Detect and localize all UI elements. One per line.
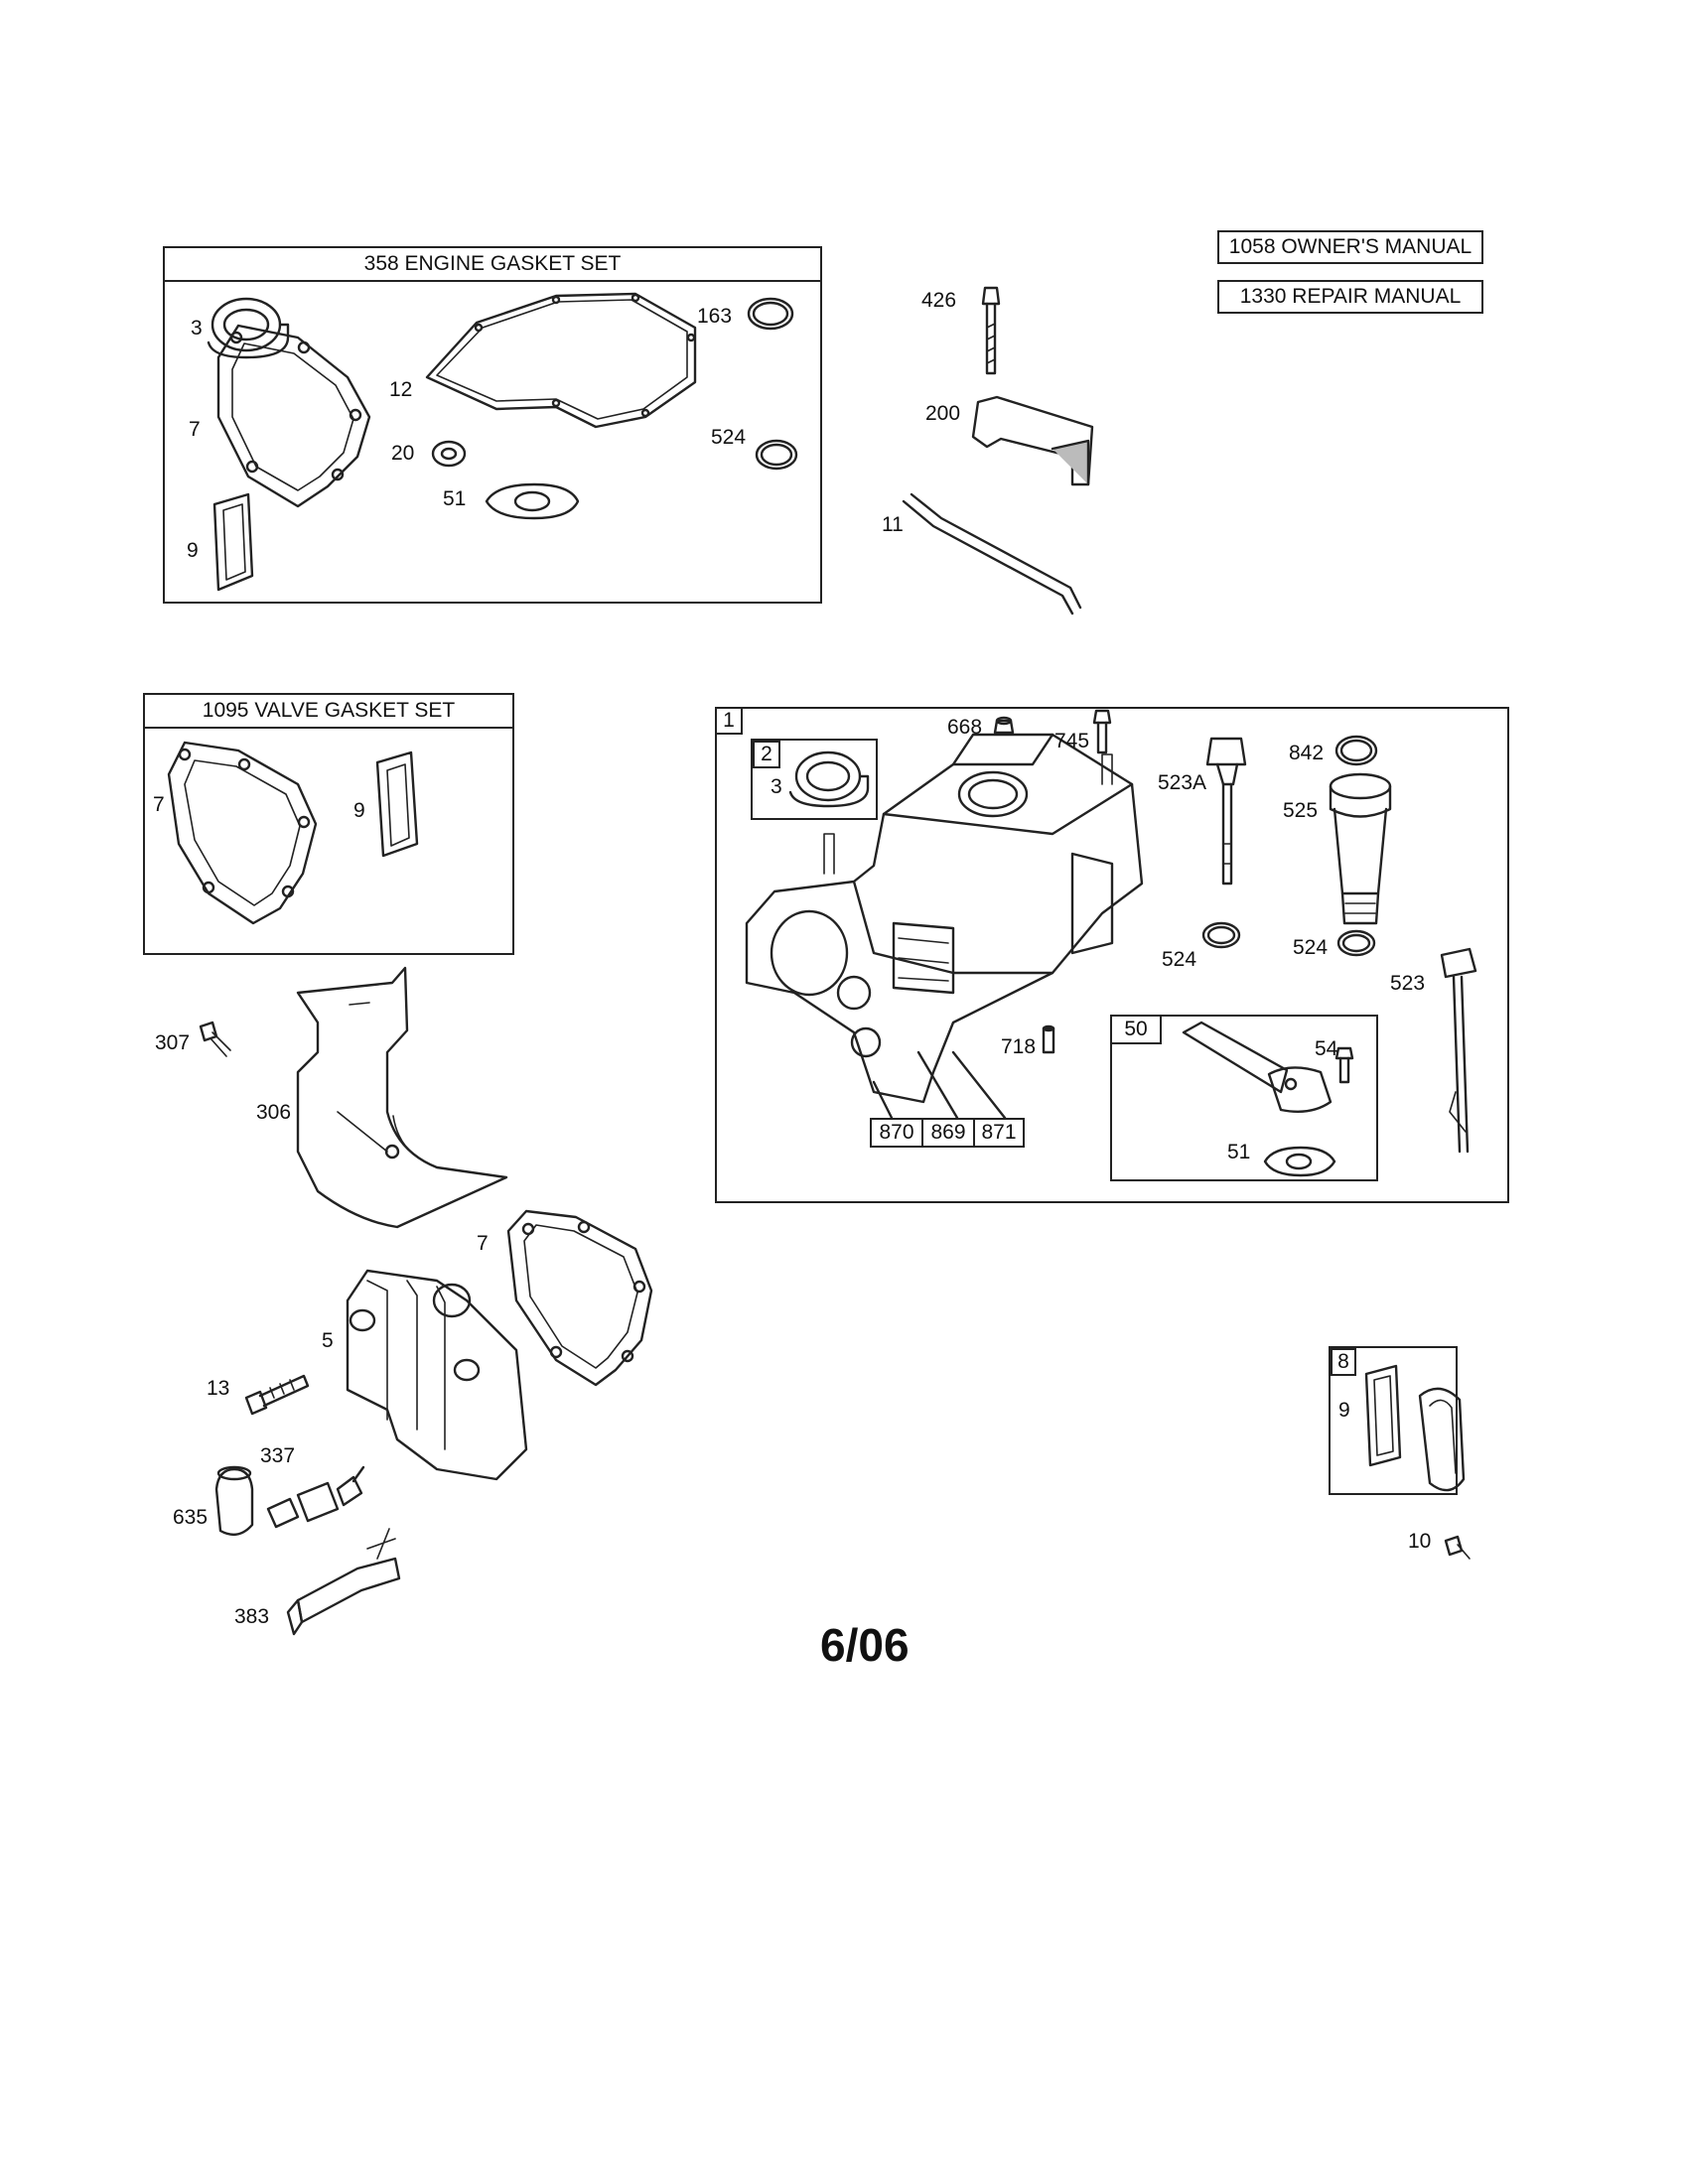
ring-842-icon bbox=[1334, 735, 1378, 766]
label-200: 200 bbox=[925, 402, 961, 425]
label-718: 718 bbox=[1001, 1035, 1037, 1058]
label-524-right: 524 bbox=[1293, 936, 1329, 959]
ring-163-icon bbox=[747, 297, 794, 331]
cylinder-head-5-icon bbox=[346, 1269, 528, 1481]
breather-box bbox=[1110, 1015, 1378, 1181]
screw-426-icon bbox=[981, 286, 1001, 375]
egs-label-12: 12 bbox=[389, 378, 413, 401]
valve-head-gasket-7-icon bbox=[167, 741, 318, 925]
cover-box bbox=[1329, 1346, 1458, 1495]
label-54: 54 bbox=[1315, 1037, 1338, 1060]
cylinder-head-gasket-7-icon bbox=[506, 1209, 653, 1387]
exhaust-gasket-51-icon bbox=[485, 482, 580, 520]
ring-524-icon bbox=[755, 439, 798, 471]
ring-524-left-icon bbox=[1201, 921, 1241, 949]
cylinder-block-icon bbox=[745, 733, 1144, 1104]
screw-13-icon bbox=[244, 1374, 310, 1416]
label-523: 523 bbox=[1390, 972, 1426, 995]
label-842: 842 bbox=[1289, 742, 1325, 764]
fill-tube-525-icon bbox=[1329, 772, 1392, 925]
oil-seal-tag: 2 bbox=[753, 741, 780, 768]
label-668: 668 bbox=[947, 716, 983, 739]
label-51-sub: 51 bbox=[1227, 1141, 1251, 1163]
dipstick-523a-icon bbox=[1205, 737, 1247, 886]
label-426: 426 bbox=[921, 289, 957, 312]
screw-745-icon bbox=[1092, 709, 1112, 754]
heat-shield-306-icon bbox=[296, 966, 508, 1229]
egs-label-51: 51 bbox=[443, 487, 467, 510]
nut-668-icon bbox=[993, 716, 1015, 735]
egs-label-524: 524 bbox=[711, 426, 747, 449]
egs-label-9: 9 bbox=[187, 539, 199, 562]
label-11: 11 bbox=[882, 513, 904, 536]
label-5: 5 bbox=[322, 1329, 334, 1352]
label-10: 10 bbox=[1408, 1530, 1432, 1553]
egs-label-7: 7 bbox=[189, 418, 201, 441]
label-337: 337 bbox=[260, 1444, 296, 1467]
label-306: 306 bbox=[256, 1101, 292, 1124]
egs-label-3: 3 bbox=[191, 317, 203, 340]
head-gasket-7-icon bbox=[216, 324, 371, 508]
bracket-200-icon bbox=[971, 395, 1094, 486]
gasket-51-sub-icon bbox=[1263, 1146, 1336, 1177]
oil-seal-2-icon bbox=[788, 751, 870, 808]
leader-lines-icon bbox=[872, 1050, 1007, 1120]
vgs-label-7: 7 bbox=[153, 793, 165, 816]
part-tag-871: 871 bbox=[973, 1118, 1025, 1148]
label-383: 383 bbox=[234, 1605, 270, 1628]
washer-20-icon bbox=[431, 440, 467, 468]
label-523a: 523A bbox=[1158, 771, 1207, 794]
breather-tag: 50 bbox=[1110, 1015, 1162, 1044]
cover-box-tag: 8 bbox=[1331, 1348, 1356, 1376]
screw-307-icon bbox=[199, 1021, 231, 1057]
oil-seal-3-icon bbox=[207, 297, 290, 359]
label-745: 745 bbox=[1054, 730, 1090, 752]
oil-seal-label-3: 3 bbox=[771, 775, 782, 798]
label-635: 635 bbox=[173, 1506, 209, 1529]
valve-cover-gasket-9-icon bbox=[375, 751, 419, 858]
vgs-label-9: 9 bbox=[353, 799, 365, 822]
cover-gasket-8-icon bbox=[1364, 1364, 1402, 1467]
engine-gasket-set-box: 358 ENGINE GASKET SET bbox=[163, 246, 822, 604]
spark-plug-337-icon bbox=[266, 1465, 365, 1529]
label-307: 307 bbox=[155, 1031, 191, 1054]
cover-box-label-9: 9 bbox=[1338, 1399, 1350, 1422]
part-tag-869: 869 bbox=[921, 1118, 975, 1148]
oil-seal-box bbox=[751, 739, 878, 820]
valve-gasket-set-title: 1095 VALVE GASKET SET bbox=[145, 695, 512, 729]
label-13: 13 bbox=[207, 1377, 230, 1400]
label-7-head: 7 bbox=[477, 1232, 489, 1255]
egs-label-20: 20 bbox=[391, 442, 415, 465]
repair-manual-label: 1330 REPAIR MANUAL bbox=[1217, 280, 1483, 314]
part-tag-870: 870 bbox=[870, 1118, 923, 1148]
pin-718-icon bbox=[1042, 1024, 1055, 1054]
screw-10-icon bbox=[1444, 1535, 1471, 1560]
engine-gasket-set-title: 358 ENGINE GASKET SET bbox=[165, 248, 820, 282]
owners-manual-label: 1058 OWNER'S MANUAL bbox=[1217, 230, 1483, 264]
boot-635-icon bbox=[214, 1465, 254, 1537]
tool-383-icon bbox=[286, 1528, 401, 1636]
valve-gasket-set-box: 1095 VALVE GASKET SET bbox=[143, 693, 514, 955]
label-525: 525 bbox=[1283, 799, 1319, 822]
footer-date: 6/06 bbox=[820, 1619, 910, 1671]
valve-cover-8-icon bbox=[1418, 1387, 1466, 1492]
tube-11-icon bbox=[902, 492, 1082, 615]
crankcase-gasket-12-icon bbox=[425, 292, 697, 429]
label-524-left: 524 bbox=[1162, 948, 1197, 971]
screw-54-icon bbox=[1334, 1046, 1354, 1084]
egs-label-163: 163 bbox=[697, 305, 733, 328]
ring-524-right-icon bbox=[1336, 929, 1376, 957]
cylinder-assembly-box bbox=[715, 707, 1509, 1203]
cylinder-assembly-tag: 1 bbox=[715, 707, 743, 735]
dipstick-523-icon bbox=[1440, 947, 1477, 1154]
cover-gasket-9-icon bbox=[212, 492, 254, 592]
breather-50-icon bbox=[1182, 1021, 1333, 1113]
